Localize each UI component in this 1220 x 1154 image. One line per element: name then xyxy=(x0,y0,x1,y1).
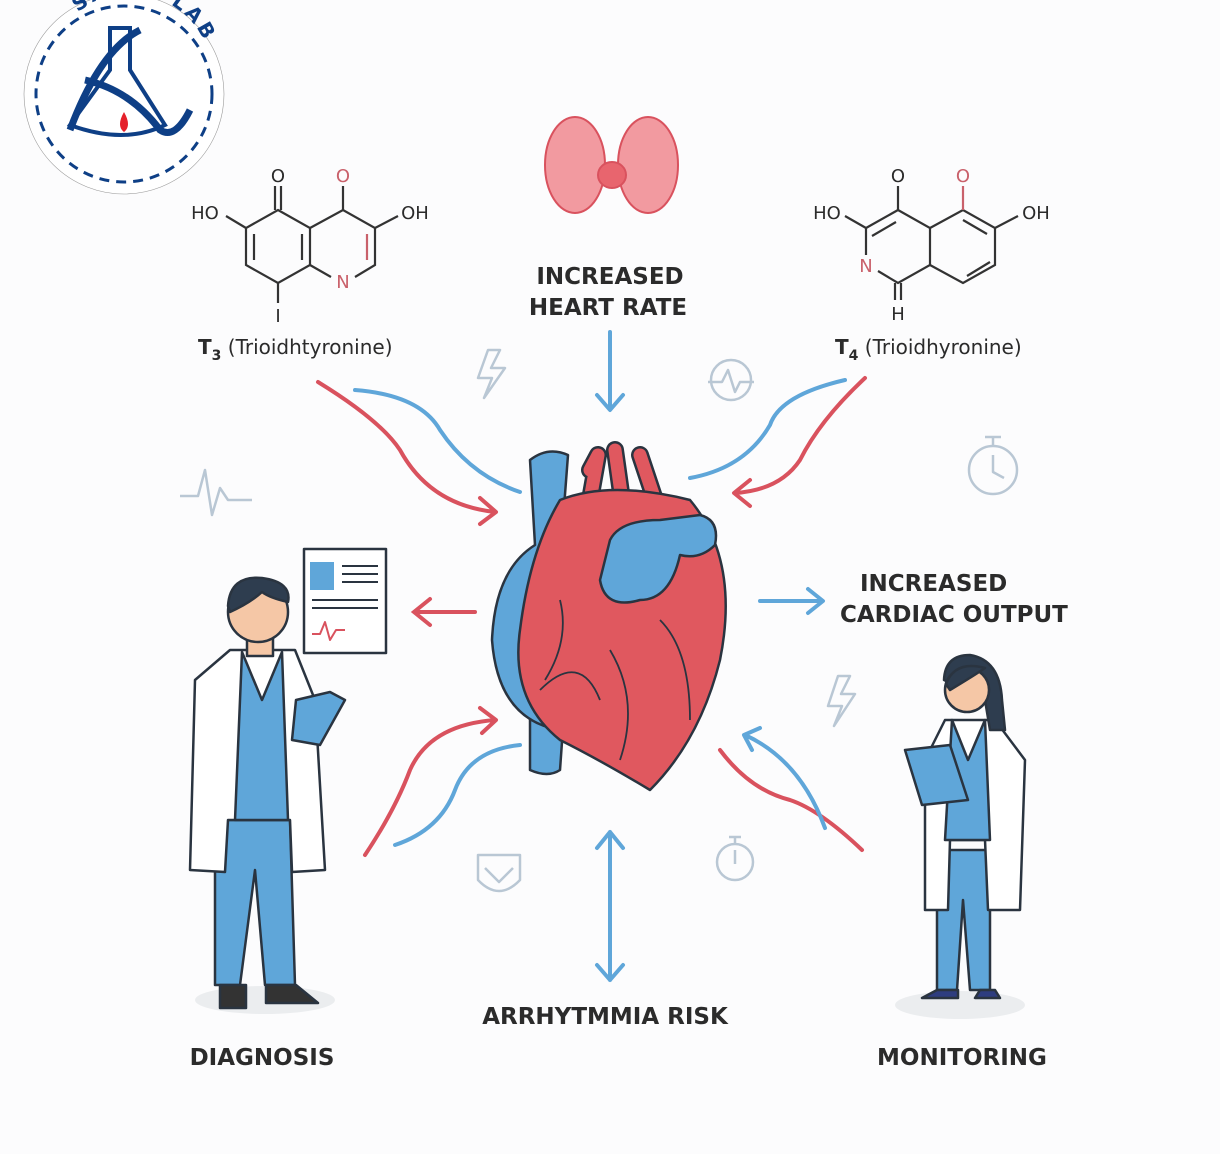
heart-rate-label: HEART RATE xyxy=(529,295,687,321)
atom-label: N xyxy=(336,272,349,293)
left-arrow-icon xyxy=(410,597,477,627)
diagnosis-label: DIAGNOSIS xyxy=(190,1045,335,1071)
lightning-icon xyxy=(476,348,507,400)
cardiac-output-label: INCREASED xyxy=(860,571,1007,597)
t3-name: T3 (Trioidhtyronine) xyxy=(198,335,393,364)
cardiac-output-label: CARDIAC OUTPUT xyxy=(840,602,1068,628)
t4-molecule: O O HO OH N H T4 (Trioidhyronine) xyxy=(813,166,1050,364)
heartbeat-monitor-icon xyxy=(708,358,754,402)
stopwatch-icon xyxy=(715,835,755,882)
atom-label: O xyxy=(336,166,350,187)
atom-label: O xyxy=(956,166,970,187)
t4-name: T4 (Trioidhyronine) xyxy=(835,335,1022,364)
atom-label: OH xyxy=(401,203,429,224)
blood-drop-icon xyxy=(120,112,128,132)
ekg-line-icon xyxy=(180,468,252,517)
lightning-icon xyxy=(826,674,857,728)
atom-label: I xyxy=(275,306,280,327)
right-arrow-icon xyxy=(758,587,825,615)
heart-rate-label: INCREASED xyxy=(536,264,683,290)
double-arrow-icon xyxy=(595,830,625,982)
saeed-lab-logo: SAEED LAB xyxy=(23,0,225,195)
thyroid-gland-icon xyxy=(544,116,679,214)
atom-label: N xyxy=(859,256,872,277)
atom-label: HO xyxy=(191,203,219,224)
t3-molecule: O O HO OH N I T3 (Trioidhtyronine) xyxy=(191,166,429,364)
nurse-illustration xyxy=(895,653,1027,1019)
monitoring-label: MONITORING xyxy=(877,1045,1047,1071)
down-arrow-icon xyxy=(595,330,625,412)
shield-icon xyxy=(476,853,522,893)
atom-label: HO xyxy=(813,203,841,224)
heart-illustration xyxy=(490,441,727,792)
stopwatch-icon xyxy=(967,435,1019,496)
hormone-flow-arrows xyxy=(316,376,867,857)
atom-label: OH xyxy=(1022,203,1050,224)
atom-label: H xyxy=(891,304,905,325)
arrhythmia-risk-label: ARRHYTMMIA RISK xyxy=(482,1004,729,1030)
doctor-illustration xyxy=(188,547,388,1014)
atom-label: O xyxy=(891,166,905,187)
atom-label: O xyxy=(271,166,285,187)
